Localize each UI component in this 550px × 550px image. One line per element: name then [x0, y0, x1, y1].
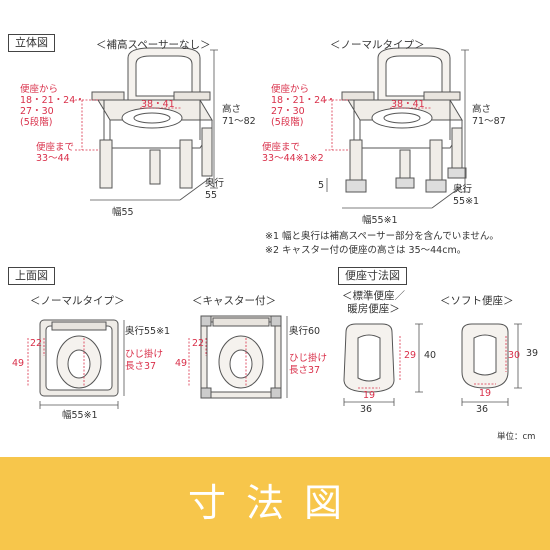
top-normal-49: 49 [12, 358, 25, 369]
label-soft-seat: ＜ソフト便座＞ [440, 295, 514, 307]
label-no-spacer: ＜補高スペーサーなし＞ [96, 39, 211, 51]
top-view-normal [39, 319, 119, 397]
top-caster-22: 22 [192, 338, 205, 349]
right-seat-to-top-text: 便座まで 33〜44※1※2 [262, 142, 324, 164]
label-standard-seat: ＜標準便座／ 暖房便座＞ [342, 290, 405, 315]
left-width: 幅55 [112, 207, 134, 218]
left-seat-to-top-text: 便座まで 33〜44 [36, 142, 75, 164]
label-caster: ＜キャスター付＞ [192, 295, 276, 307]
title-banner: 寸法図 [0, 457, 550, 550]
section-title-top: 上面図 [8, 267, 55, 285]
seat-standard-29: 29 [404, 350, 417, 361]
note-1: ※1 幅と奥行は補高スペーサー部分を含んでいません。 [265, 231, 499, 242]
banner-title: 寸法図 [187, 481, 362, 525]
chair-3d-right [341, 47, 467, 193]
seat-soft-36: 36 [476, 404, 489, 415]
right-height: 高さ 71〜87 [472, 104, 506, 127]
seat-soft-19: 19 [479, 388, 492, 399]
top-normal-depth: 奥行55※1 [125, 326, 171, 337]
right-spacer: 5 [318, 180, 325, 191]
top-caster-armrest: ひじ掛け 長さ37 [289, 353, 328, 376]
top-normal-width: 幅55※1 [62, 410, 98, 421]
left-seat-height-text: 便座から 18・21・24・ 27・30 (5段階) [20, 84, 85, 128]
left-depth: 奥行 55 [205, 178, 225, 201]
right-width: 幅55※1 [362, 215, 398, 226]
right-inner-width: 38・41 [391, 99, 425, 110]
right-depth: 奥行 55※1 [453, 184, 480, 207]
unit-label: 単位：cm [497, 432, 536, 442]
note-2: ※2 キャスター付の便座の高さは 35〜44cm。 [265, 245, 467, 256]
right-seat-height-text: 便座から 18・21・24・ 27・30 (5段階) [271, 84, 336, 128]
section-title-seat: 便座寸法図 [338, 267, 407, 285]
left-height: 高さ 71〜82 [222, 104, 256, 127]
label-normal-type-top: ＜ノーマルタイプ＞ [30, 295, 125, 307]
seat-standard [343, 323, 395, 393]
seat-soft-39: 39 [526, 348, 539, 359]
left-inner-width: 38・41 [141, 99, 175, 110]
seat-soft-30: 30 [508, 350, 521, 361]
top-normal-22: 22 [30, 338, 43, 349]
seat-standard-40: 40 [424, 350, 437, 361]
top-caster-depth: 奥行60 [289, 326, 321, 337]
section-title-3d: 立体図 [8, 34, 55, 52]
label-normal-type-3d: ＜ノーマルタイプ＞ [330, 39, 425, 51]
top-caster-49: 49 [175, 358, 188, 369]
seat-standard-36: 36 [360, 404, 373, 415]
seat-standard-19: 19 [363, 390, 376, 401]
top-normal-armrest: ひじ掛け 長さ37 [125, 349, 164, 372]
seat-soft [461, 323, 509, 389]
chair-3d-left [91, 47, 213, 189]
top-view-caster [200, 315, 282, 399]
